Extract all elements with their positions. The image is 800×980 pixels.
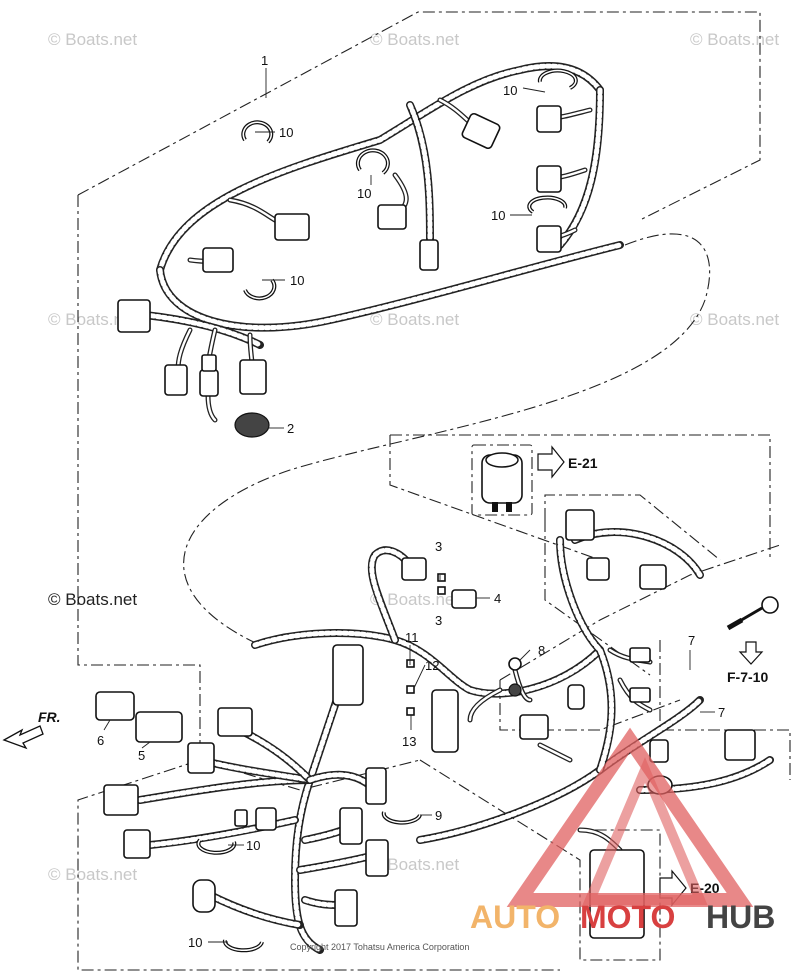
callout-10: 10: [188, 935, 202, 950]
callout-6: 6: [97, 733, 104, 748]
callout-9: 9: [435, 808, 442, 823]
brand-part: HUB: [706, 899, 775, 935]
watermark: © Boats.net: [370, 30, 459, 49]
leader-lines: [103, 68, 715, 943]
callout-10: 10: [357, 186, 371, 201]
watermark: © Boats.net: [48, 310, 137, 329]
callout-11: 11: [405, 630, 419, 645]
arrow-right-icon: [537, 445, 565, 479]
watermark: © Boats.net: [48, 590, 137, 609]
watermark: © Boats.net: [48, 865, 137, 884]
callout-12: 12: [425, 658, 439, 673]
front-label: FR.: [38, 709, 61, 725]
brand-part: AUTO: [470, 899, 560, 935]
part-2-grommet: [234, 412, 270, 438]
callout-3: 3: [435, 613, 442, 628]
callout-10: 10: [246, 838, 260, 853]
front-arrow-icon: [2, 725, 44, 750]
callouts: 1 10 10 10 10 10 2 3 3 4 5 6 7 7 8 9 10 …: [97, 53, 725, 950]
relay-unit: [471, 444, 533, 516]
reference-f710: F-7-10: [727, 641, 768, 685]
callout-5: 5: [138, 748, 145, 763]
watermark: © Boats.net: [370, 590, 459, 609]
lower-connectors: [103, 509, 779, 927]
upper-connectors: [117, 105, 562, 438]
watermarks: © Boats.net © Boats.net © Boats.net © Bo…: [48, 30, 779, 884]
lower-clips: [196, 811, 422, 953]
callout-10: 10: [491, 208, 505, 223]
reference-e21: E-21: [537, 445, 598, 479]
watermark: © Boats.net: [370, 310, 459, 329]
part-6-relay: [95, 691, 135, 721]
callout-3: 3: [435, 539, 442, 554]
callout-4: 4: [494, 591, 501, 606]
reference-label: E-21: [568, 455, 598, 471]
callout-10: 10: [503, 83, 517, 98]
callout-7: 7: [688, 633, 695, 648]
brand-wordmark: AUTO MOTO HUB: [470, 899, 775, 935]
arrow-down-icon: [738, 641, 764, 665]
watermark: © Boats.net: [370, 855, 459, 874]
callout-10: 10: [290, 273, 304, 288]
watermark: © Boats.net: [690, 310, 779, 329]
watermark: © Boats.net: [48, 30, 137, 49]
callout-7: 7: [718, 705, 725, 720]
logo-icon: [506, 727, 754, 907]
callout-8: 8: [538, 643, 545, 658]
callout-1: 1: [261, 53, 268, 68]
callout-13: 13: [402, 734, 416, 749]
reference-label: F-7-10: [727, 669, 768, 685]
copyright-text: Copyright 2017 Tohatsu America Corporati…: [290, 942, 469, 952]
callout-10: 10: [279, 125, 293, 140]
part-5-connector: [135, 711, 183, 743]
watermark: © Boats.net: [690, 30, 779, 49]
callout-2: 2: [287, 421, 294, 436]
brand-part: MOTO: [580, 899, 675, 935]
upper-clips: [241, 68, 578, 301]
front-indicator: FR.: [2, 709, 61, 750]
